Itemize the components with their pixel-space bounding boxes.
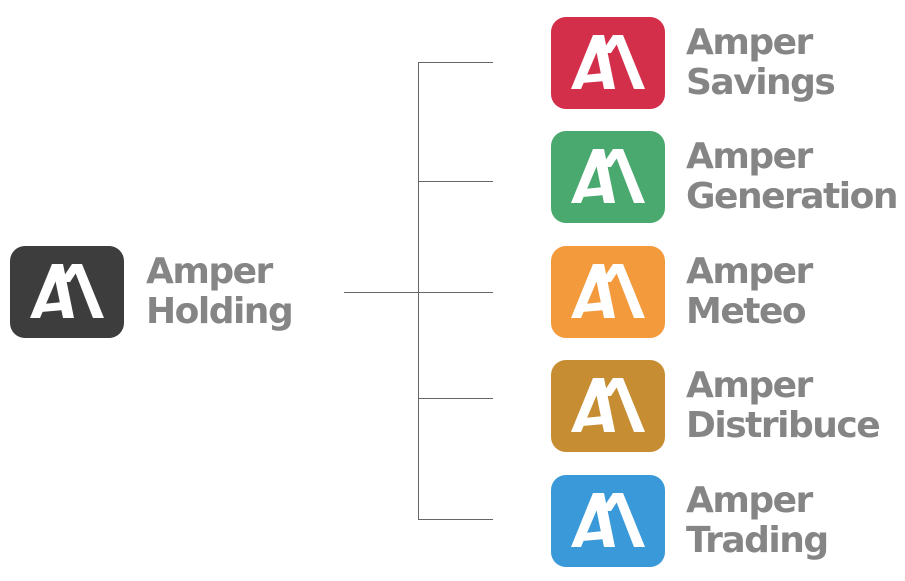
brand-line-generation: Generation [686,176,898,217]
brand-line-amper: Amper [686,365,813,406]
amper-am-logo-icon [571,378,645,432]
amper-meteo-name: Amper Meteo [686,251,813,332]
brand-line-amper: Amper [686,251,813,292]
amper-savings-logo [551,17,665,109]
amper-am-logo-icon [571,35,645,89]
amper-trading-logo [551,475,665,567]
amper-generation-logo [551,131,665,223]
brand-line-trading: Trading [686,520,829,561]
amper-holding-logo [10,246,124,338]
brand-line-amper: Amper [686,480,813,521]
amper-generation-name: Amper Generation [686,136,898,217]
brand-line-amper: Amper [146,251,273,292]
brand-line-amper: Amper [686,22,813,63]
amper-am-logo-icon [30,264,104,318]
brand-line-distribuce: Distribuce [686,405,881,446]
brand-line-amper: Amper [686,136,813,177]
amper-am-logo-icon [571,493,645,547]
brand-line-savings: Savings [686,62,836,103]
amper-am-logo-icon [571,264,645,318]
amper-meteo-logo [551,246,665,338]
amper-holding-name: Amper Holding [146,251,294,332]
amper-distribuce-name: Amper Distribuce [686,365,881,446]
amper-trading-name: Amper Trading [686,480,829,561]
brand-line-holding: Holding [146,291,294,332]
amper-distribuce-logo [551,360,665,452]
amper-am-logo-icon [571,149,645,203]
brand-line-meteo: Meteo [686,291,807,332]
amper-savings-name: Amper Savings [686,22,836,103]
